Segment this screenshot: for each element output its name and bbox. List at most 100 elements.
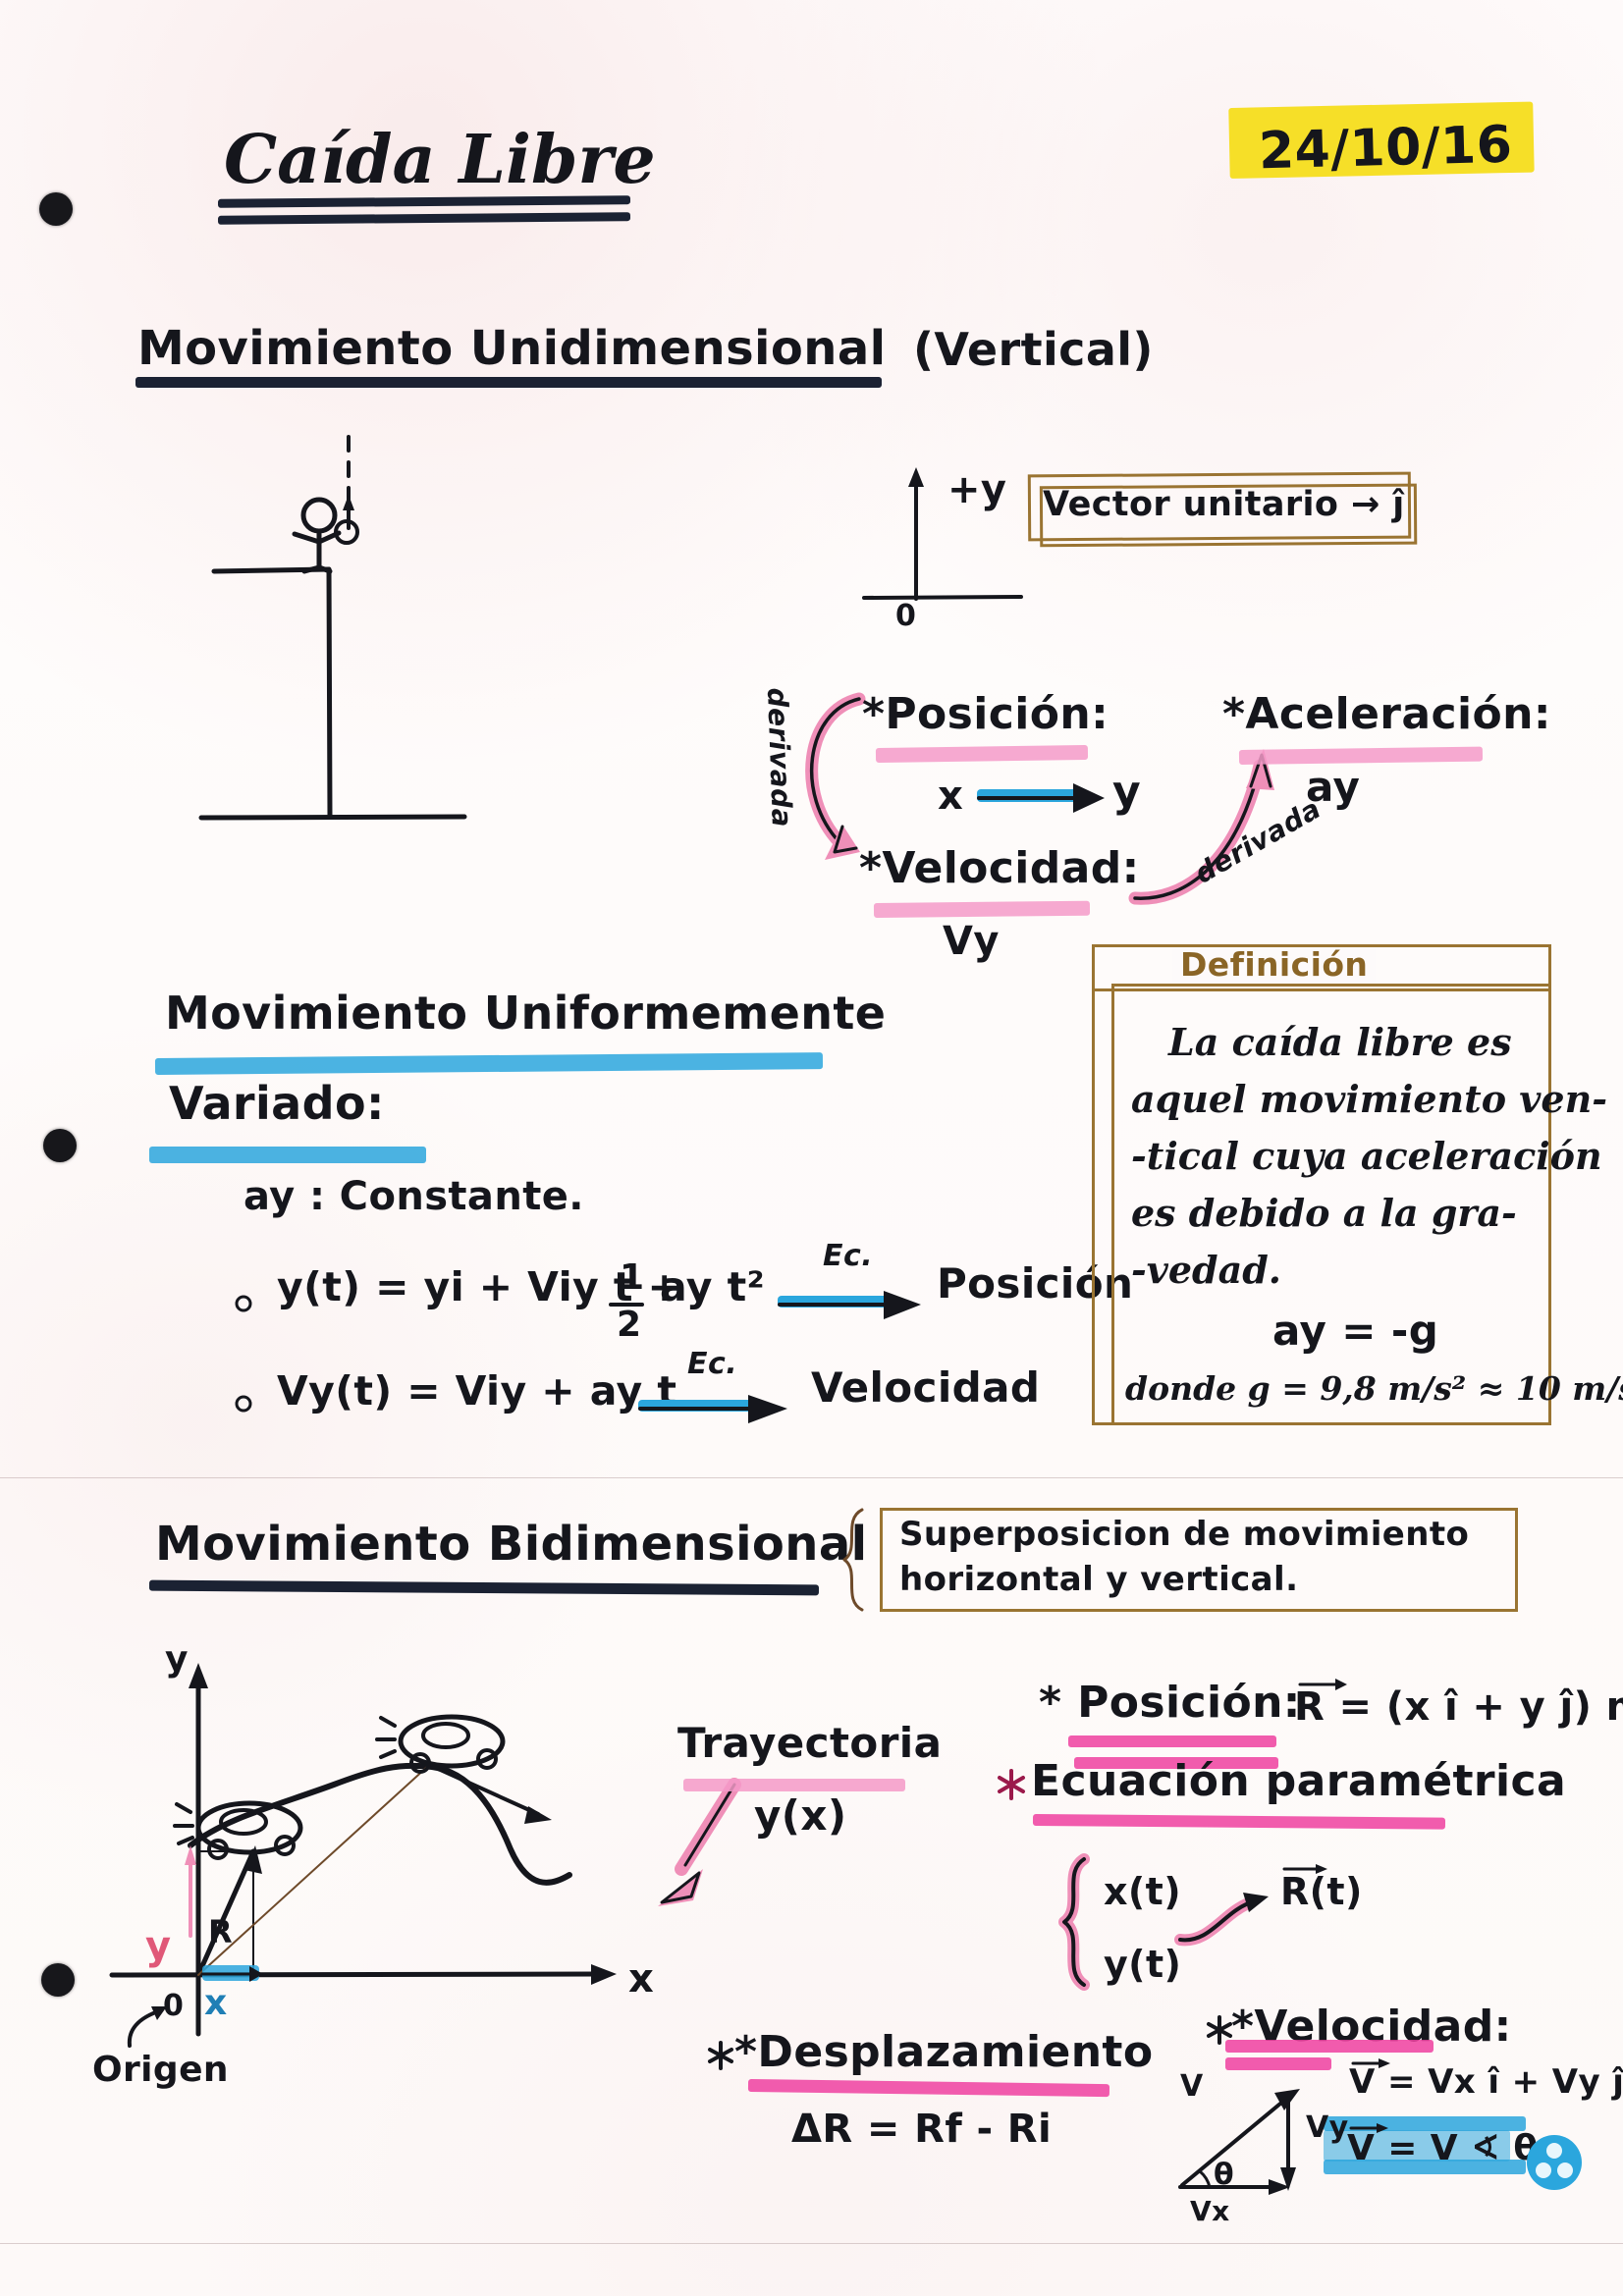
velocity-2d-highlight-2 [1225,2057,1331,2070]
position-var-y: y [1112,767,1142,817]
equation-1-result: Posición [937,1259,1134,1308]
velocity-2d-highlight-1 [1225,2040,1434,2053]
equation-2-arrow-label: Ec. [687,1347,738,1381]
position-2d-formula: R = (x î + y ĵ) m [1294,1684,1623,1730]
trajectory-function: y(x) [754,1791,847,1840]
equation-1-fraction-numerator: 1 [620,1257,645,1298]
equation-2-arrow [638,1395,787,1423]
derivative-arrow-left [805,692,866,860]
car-left [173,1800,303,1860]
graph-origin-label: 0 [163,1989,185,2023]
cliff-diagram [198,435,467,821]
velocity-polar-highlight-2 [1324,2160,1526,2174]
velocity-2d-bullet-star [1207,2015,1232,2045]
acceleration-var-ay: ay [1306,763,1361,811]
bullet-eq-1 [235,1295,252,1312]
graph-vector-r-label: R [208,1913,234,1950]
section-2-heading-line-2: Variado: [169,1077,385,1130]
parametric-y-of-t: y(t) [1104,1943,1182,1986]
velocity-label-1d: *Velocidad: [859,843,1140,893]
section-2-heading-highlight-2 [149,1147,426,1163]
equation-1-arrow-label: Ec. [823,1239,874,1273]
displacement-formula: ΔR = Rf - Ri [791,2107,1053,2152]
page-title: Caída Libre [224,121,656,199]
equation-1-formula: y(t) = yi + Viy t + [277,1263,682,1310]
trajectory-callout-arrow [658,1778,741,1906]
position-2d-label: * Posición: [1039,1678,1301,1728]
definition-box-title-frame [1092,944,1551,991]
position-var-x: x [938,774,964,819]
section-1-heading: Movimiento Unidimensional [137,321,887,376]
parametric-brace [1058,1853,1090,1991]
velocity-2d-vector-bar [1351,2058,1390,2068]
car-apex [375,1714,506,1774]
equation-1-arrow [778,1291,921,1319]
parametric-x-of-t: x(t) [1104,1870,1182,1913]
equation-1-fraction-bar [609,1303,644,1307]
vertical-axis-diagram [862,467,1023,601]
bullet-eq-2 [235,1395,252,1413]
graph-component-y-label: y [145,1924,172,1969]
acceleration-label: *Aceleración: [1222,689,1551,739]
definition-box-title: Definición [1172,947,1377,983]
graph-component-x-label: x [204,1983,228,2023]
parametric-label: Ecuación paramétrica [1031,1756,1567,1806]
axis-origin-label: 0 [895,599,917,633]
position-2d-highlight-2 [1074,1757,1278,1769]
trajectory-graph [109,1663,617,2048]
definition-line-1: La caída libre es [1168,1020,1512,1064]
velocity-polar-highlight-3 [1324,2130,1510,2162]
date-text: 24/10/16 [1258,115,1514,182]
equation-1-fraction-denominator: 2 [617,1305,642,1345]
superposition-line-1: Superposicion de movimiento [899,1515,1470,1554]
definition-note: donde g = 9,8 m/s² ≈ 10 m/s² [1125,1369,1623,1408]
trajectory-label: Trayectoria [677,1719,943,1767]
velocity-polar-vector-bar [1349,2123,1388,2133]
derivative-arrow-right [1128,749,1274,905]
position-2d-highlight-1 [1068,1735,1276,1747]
section-1-heading-underline [135,377,882,388]
section-1-heading-suffix: (Vertical) [913,323,1154,376]
velocity-label-highlight [873,900,1091,918]
definition-formula: ay = -g [1272,1307,1439,1355]
parametric-result-vector-bar [1282,1864,1327,1874]
position-2d-vector-bar [1298,1679,1347,1690]
equation-2-formula: Vy(t) = Viy + ay t [277,1367,677,1415]
velocity-var-vy: Vy [943,919,1000,964]
hole-punch-top [39,192,73,226]
unit-vector-box-text: Vector unitario → ĵ [1043,485,1405,524]
velocity-triangle-vertical-label: Vy [1306,2110,1349,2145]
definition-line-4: es debido a la gra- [1131,1191,1517,1235]
superposition-line-2: horizontal y vertical. [899,1560,1299,1599]
graph-y-axis-label: y [165,1639,189,1680]
section-3-heading: Movimiento Bidimensional [155,1517,868,1572]
displacement-bullet-star [708,2041,733,2070]
scan-seam-upper [0,1477,1623,1478]
trajectory-label-highlight [683,1779,905,1791]
section-2-condition: ay : Constante. [243,1174,584,1219]
position-label-highlight [875,744,1089,763]
axis-positive-y-label: +y [947,467,1007,512]
definition-line-5: -vedad. [1131,1248,1282,1292]
velocity-2d-formula: V = Vx î + Vy ĵ [1349,2062,1623,2102]
superposition-brace [842,1508,864,1612]
definition-line-3: -tical cuya aceleración [1131,1134,1602,1178]
hole-punch-middle [43,1129,77,1162]
velocity-polar-formula: V = V ∢ θ [1347,2128,1539,2168]
derivative-label-left: derivada [761,686,798,828]
equation-1-formula-tail: ay t² [660,1263,765,1310]
velocity-triangle [1178,2089,1300,2195]
x-to-y-arrow [977,783,1105,813]
velocity-triangle-hypotenuse-label: V [1180,2069,1204,2104]
scan-seam-lower [0,2243,1623,2244]
parametric-bullet-star [998,1769,1025,1800]
section-2-heading-line-1: Movimiento Uniformemente [165,987,887,1040]
hole-punch-bottom [41,1963,75,1997]
displacement-label: *Desplazamiento [734,2027,1154,2077]
position-label: *Posición: [862,689,1109,739]
velocity-triangle-horizontal-label: Vx [1190,2195,1230,2227]
definition-line-2: aquel movimiento ven- [1131,1077,1607,1121]
parametric-result-arrow [1174,1893,1269,1947]
parametric-result: R(t) [1280,1870,1363,1913]
